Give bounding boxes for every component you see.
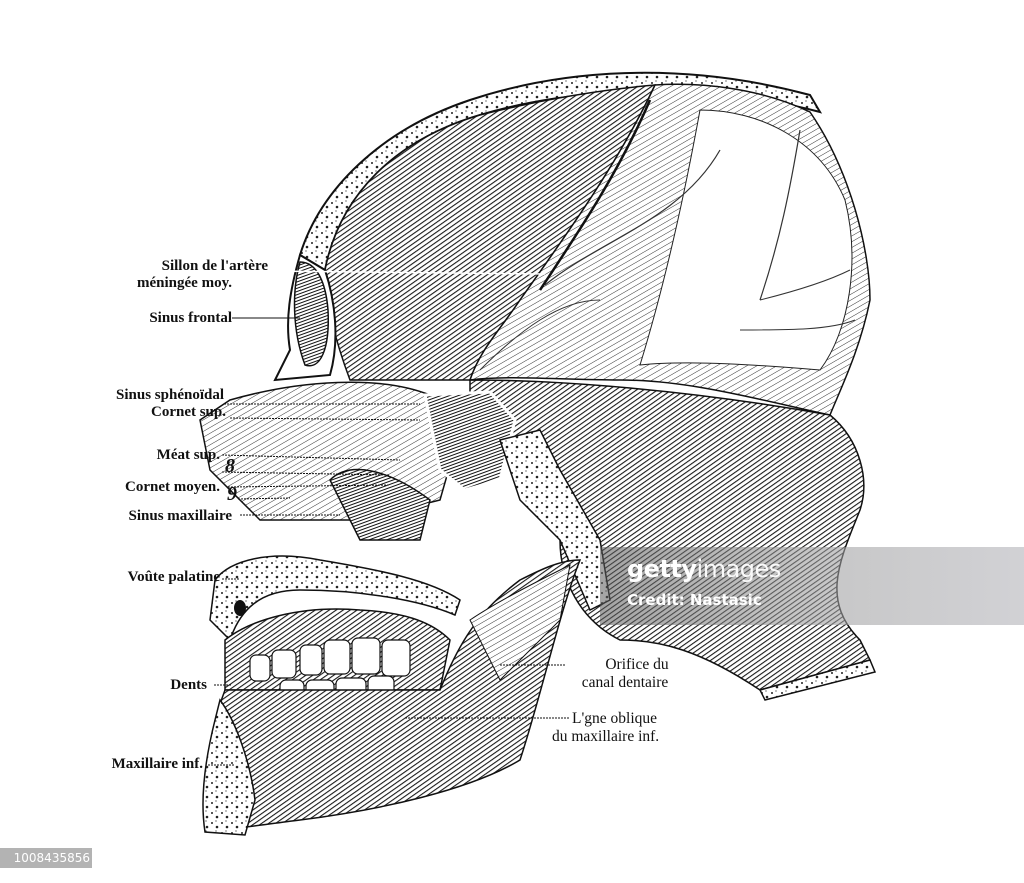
label-voute-palatine: Voûte palatine (127, 569, 220, 585)
label-sinus-sphenoidal: Sinus sphénoïdal (116, 387, 224, 403)
label-ligne-oblique-line2: du maxillaire inf. (552, 728, 660, 745)
label-meat-sup: Méat sup. (156, 447, 220, 463)
label-sinus-frontal: Sinus frontal (149, 310, 232, 326)
label-dents: Dents (170, 677, 207, 693)
number-8: 8 (225, 455, 235, 477)
label-cornet-moyen: Cornet moyen. (125, 479, 220, 495)
label-maxillaire-inf: Maxillaire inf. (111, 756, 203, 772)
leader-lines (208, 270, 570, 766)
getty-logo: gettyimages (627, 555, 781, 583)
image-id-badge: 1008435856 (0, 848, 92, 868)
credit-text: Credit: Nastasic (627, 591, 762, 609)
label-ligne-oblique-line1: L'gne oblique (572, 710, 658, 727)
label-orifice-line2: canal dentaire (581, 674, 669, 691)
number-9: 9 (227, 483, 237, 505)
label-cornet-sup: Cornet sup. (150, 404, 226, 420)
label-sillon-line1: Sillon de l'artère (161, 258, 268, 274)
label-sillon-line2: méningée moy. (137, 275, 232, 291)
label-orifice-line1: Orifice du (605, 656, 669, 673)
getty-watermark: gettyimages Credit: Nastasic (600, 547, 1024, 625)
label-sinus-maxillaire: Sinus maxillaire (128, 508, 233, 524)
